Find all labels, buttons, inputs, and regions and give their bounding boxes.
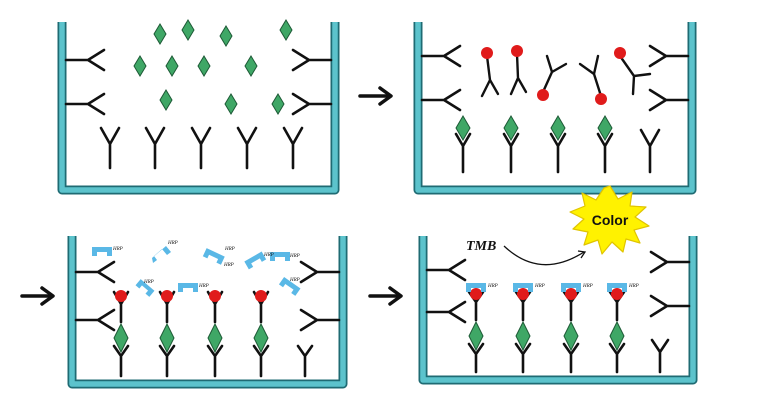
- hrp-label: HRP: [263, 253, 274, 258]
- hrp-label: HRP: [487, 284, 498, 289]
- free-hrp-enzymes-3: [92, 246, 301, 297]
- label-dots-3: [115, 290, 267, 302]
- hrp-label: HRP: [167, 241, 178, 246]
- hrp-label: HRP: [223, 263, 234, 268]
- well-4: [418, 236, 698, 385]
- panel-2: [413, 22, 697, 195]
- hrp-label: HRP: [112, 247, 123, 252]
- free-antigens-1: [133, 19, 293, 115]
- sandwich-stems-4: [425, 250, 691, 374]
- hrp-label: HRP: [289, 254, 300, 259]
- bound-antigens-2: [455, 115, 613, 141]
- hrp-label: HRP: [198, 284, 209, 289]
- arrow-2-right-arrow-icon: [20, 286, 55, 306]
- color-starburst-icon: Color: [569, 185, 650, 255]
- panel-1: [57, 19, 340, 195]
- capture-antibodies-1: [64, 48, 333, 170]
- panel-3: HRP HRP HRP HRP HRP HRP HRP HRP HRP: [67, 236, 348, 389]
- bound-antigens-4: [468, 320, 625, 352]
- hrp-label: HRP: [534, 284, 545, 289]
- color-label: Color: [592, 212, 629, 228]
- label-dots-2: [481, 45, 626, 105]
- hrp-label: HRP: [289, 278, 300, 283]
- arrow-3-right-arrow-icon: [368, 286, 403, 306]
- tmb-to-color-arrow: [503, 245, 587, 266]
- hrp-tags-4: HRP HRP HRP HRP: [487, 284, 639, 289]
- hrp-tags-3: HRP HRP HRP HRP HRP HRP HRP HRP HRP: [112, 241, 300, 289]
- bound-hrp-enzymes-4: [466, 283, 627, 292]
- hrp-label: HRP: [628, 284, 639, 289]
- arrow-1-right-arrow-icon: [358, 86, 393, 106]
- hrp-label: HRP: [224, 247, 235, 252]
- panel-4: HRP HRP HRP HRP TMB Color: [418, 185, 698, 385]
- labeled-antibodies-2: [480, 52, 652, 98]
- label-dots-4: [470, 288, 623, 300]
- tmb-label: TMB: [466, 239, 496, 254]
- hrp-label: HRP: [582, 284, 593, 289]
- hrp-label: HRP: [143, 280, 154, 285]
- bound-antigens-3: [113, 322, 269, 354]
- capture-antibodies-2: [420, 44, 690, 174]
